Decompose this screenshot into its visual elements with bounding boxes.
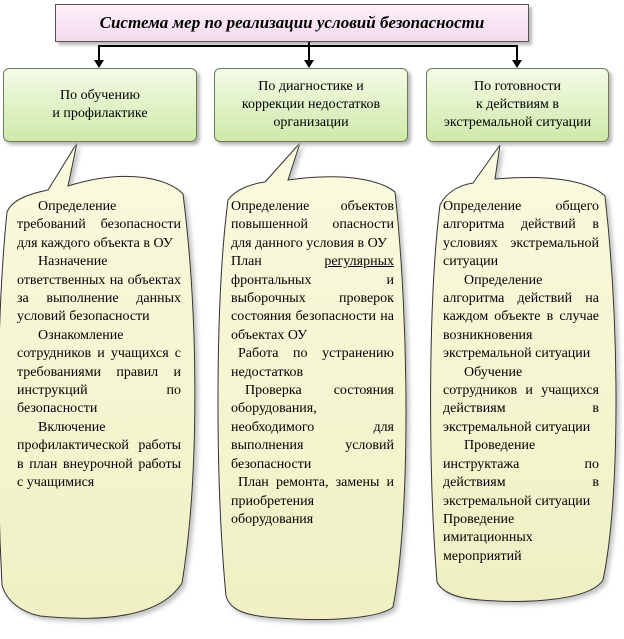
panel-diagnostics: Определение объектов повышенной опасност… bbox=[231, 198, 394, 529]
panel-readiness-item: Проведение имитационных мероприятий bbox=[443, 511, 533, 564]
panel-readiness: Определение общего алгоритма действий в … bbox=[443, 198, 599, 566]
bubble-right bbox=[430, 144, 617, 602]
plan-underlined-word: регулярных bbox=[324, 254, 394, 270]
diagram-title: Система мер по реализации условий безопа… bbox=[55, 4, 529, 42]
panel-diagnostics-item: Работа по устранению недостатков bbox=[231, 346, 394, 380]
panel-readiness-item: Обучение сотрудников и учащихся действия… bbox=[443, 364, 599, 435]
connector-stem bbox=[308, 42, 310, 60]
panel-readiness-item: Определение общего алгоритма действий в … bbox=[443, 199, 599, 270]
bubble-left bbox=[0, 142, 196, 619]
panel-diagnostics-item: План ремонта, замены и приобретения обор… bbox=[231, 475, 394, 527]
arrowhead-left bbox=[94, 60, 104, 68]
bubble-middle bbox=[217, 142, 407, 621]
connector-right bbox=[516, 45, 518, 61]
category-diagnostics: По диагностике и коррекции недостатков о… bbox=[214, 68, 408, 142]
category-readiness: По готовности к действиям в экстремально… bbox=[426, 68, 609, 142]
arrowhead-right bbox=[512, 60, 522, 68]
panel-training: Определение требований безопасности для … bbox=[17, 198, 181, 493]
panel-training-item: Включение профилактической работы в план… bbox=[17, 419, 181, 491]
panel-diagnostics-item: Определение объектов повышенной опасност… bbox=[231, 199, 394, 251]
panel-training-item: Определение требований безопасности для … bbox=[17, 199, 181, 251]
connector-left bbox=[98, 45, 100, 61]
panel-diagnostics-item: Проверка состояния оборудования, необход… bbox=[231, 383, 394, 472]
plan-suffix: фронтальных и выборочных проверок состоя… bbox=[231, 272, 394, 343]
panel-training-item: Ознакомление сотрудников и учащихся с тр… bbox=[17, 327, 181, 417]
connector-horizontal bbox=[98, 45, 518, 47]
panel-diagnostics-item: План регулярных фронтальных и выборочных… bbox=[231, 253, 394, 345]
category-training: По обучению и профилактике bbox=[3, 68, 197, 142]
plan-prefix: План bbox=[231, 254, 325, 270]
connector-arrowheads bbox=[94, 60, 522, 68]
arrowhead-middle bbox=[304, 60, 314, 68]
panel-readiness-item: Проведение инструктажа по действиям в эк… bbox=[443, 438, 599, 509]
panel-training-item: Назначение ответственных на объектах за … bbox=[17, 254, 181, 325]
panel-readiness-item: Определение алгоритма действий на каждом… bbox=[443, 272, 599, 362]
